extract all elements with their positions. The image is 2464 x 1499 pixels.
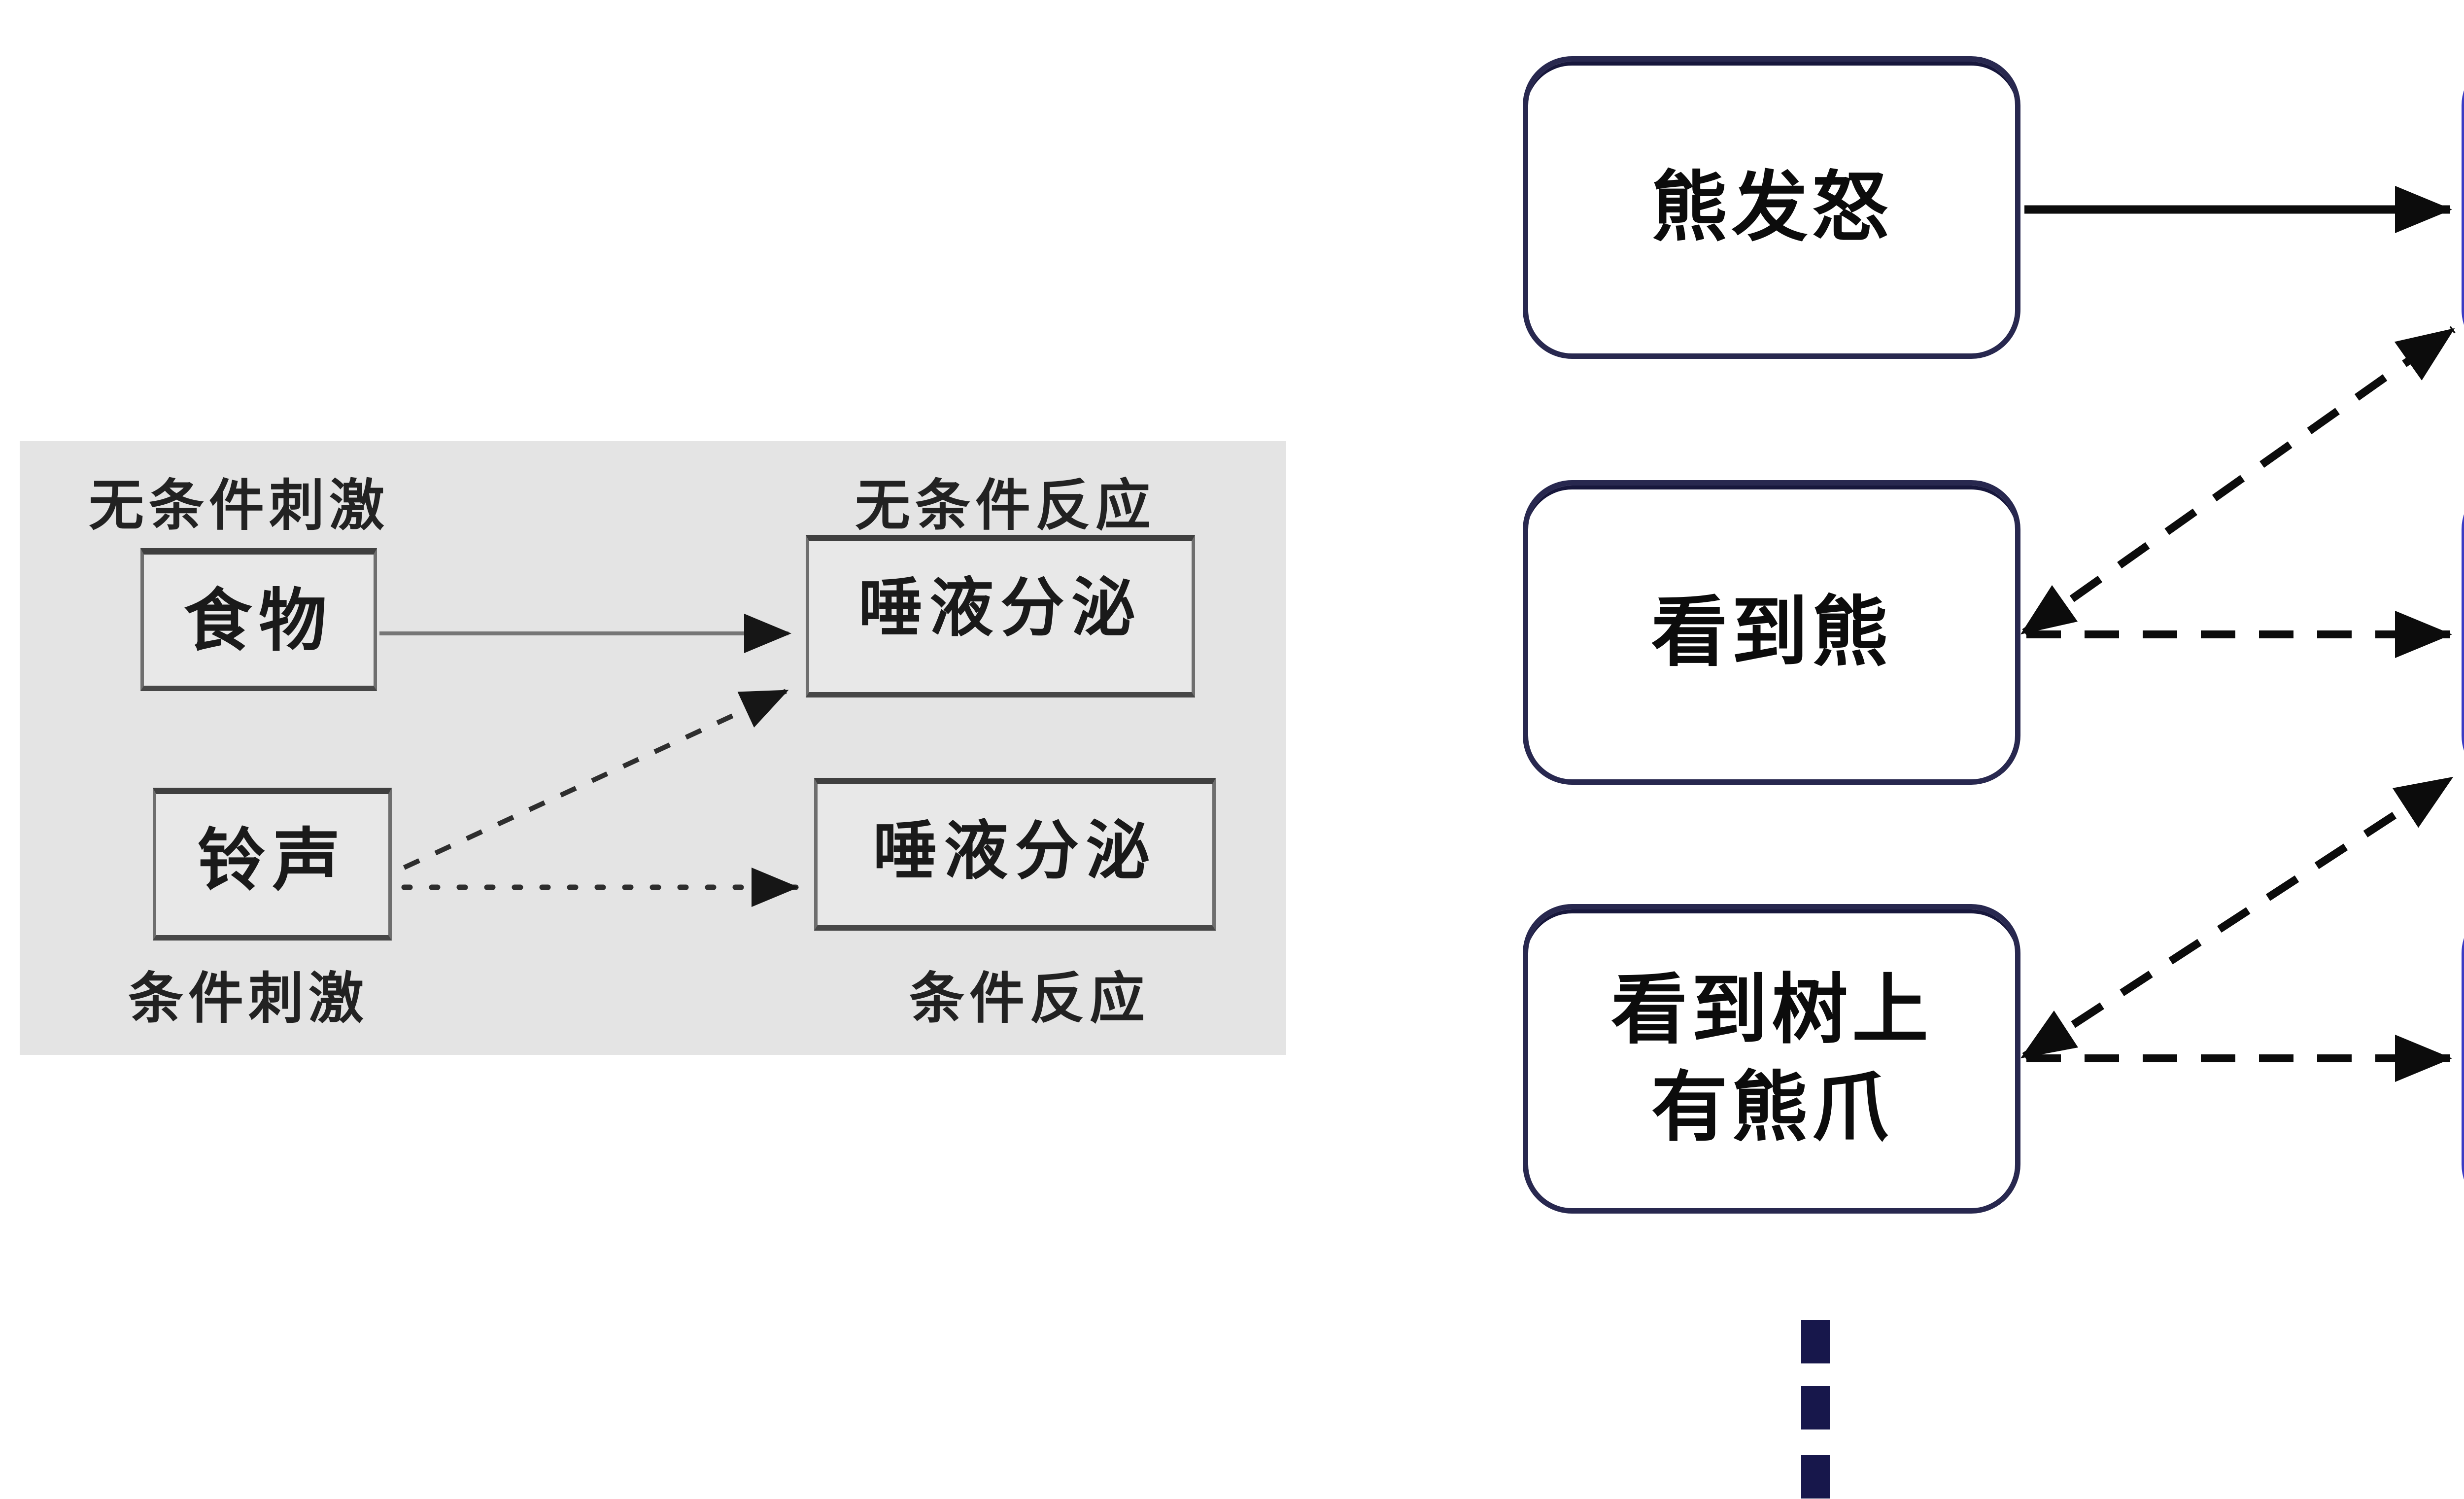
dashed-diagonal-arrow-seeclaw-to-vnext bbox=[2022, 774, 2454, 1060]
ellipsis-left-dot-2 bbox=[1801, 1386, 1830, 1429]
label-unconditioned-stimulus: 无条件刺激 bbox=[89, 475, 389, 536]
box-saliva-top-label: 唾液分泌 bbox=[858, 572, 1142, 644]
label-conditioned-stimulus: 条件刺激 bbox=[128, 968, 369, 1029]
ellipsis-left-dot-3 bbox=[1801, 1455, 1830, 1499]
box-bell-label: 铃声 bbox=[197, 823, 347, 899]
box-see-claw-line1: 看到树上 bbox=[1611, 967, 1932, 1052]
label-conditioned-response: 条件反应 bbox=[909, 968, 1150, 1029]
conditioning-panel: 无条件刺激 无条件反应 条件刺激 条件反应 食物 铃声 唾液分泌 唾液分泌 bbox=[20, 441, 1286, 1055]
arrowhead-back-to-seeclaw bbox=[2020, 1011, 2078, 1058]
box-see-bear: 看到熊 bbox=[1523, 480, 2020, 785]
box-saliva-bottom: 唾液分泌 bbox=[814, 778, 1216, 931]
box-reward: 奖励 bbox=[2462, 56, 2464, 359]
box-see-claw-line2: 有熊爪 bbox=[1651, 1065, 1892, 1150]
dashed-diagonal-arrow-seebear-to-reward bbox=[2022, 326, 2456, 636]
box-see-claw: 看到树上 有熊爪 bbox=[1523, 904, 2020, 1214]
box-see-bear-label: 看到熊 bbox=[1651, 589, 1892, 675]
box-bear-angry: 熊发怒 bbox=[1523, 56, 2020, 359]
arrowhead-back-to-seebear bbox=[2020, 585, 2078, 634]
box-value-next: V(s′) bbox=[2462, 480, 2464, 785]
box-saliva-bottom-label: 唾液分泌 bbox=[873, 815, 1157, 887]
box-food: 食物 bbox=[140, 548, 377, 691]
box-saliva-top: 唾液分泌 bbox=[806, 535, 1195, 697]
ellipsis-left-dot-1 bbox=[1801, 1320, 1830, 1363]
box-value-current: V(s) bbox=[2462, 904, 2464, 1214]
box-bell: 铃声 bbox=[153, 788, 392, 941]
box-bear-angry-label: 熊发怒 bbox=[1651, 164, 1892, 250]
box-food-label: 食物 bbox=[183, 583, 334, 659]
label-unconditioned-response: 无条件反应 bbox=[855, 475, 1156, 536]
